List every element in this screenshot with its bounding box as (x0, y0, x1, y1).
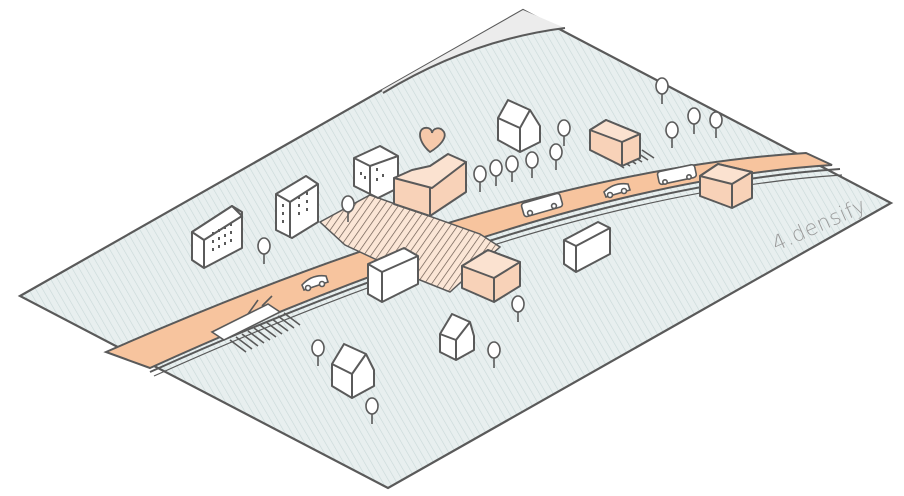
building-orange (393, 153, 467, 217)
house-icon (331, 343, 375, 399)
house-icon (439, 313, 475, 361)
side-road (149, 168, 841, 373)
house-icon (497, 99, 541, 153)
curved-area (382, 10, 565, 93)
building-orange (589, 119, 641, 167)
tower-icon (275, 175, 319, 239)
building-white (563, 221, 611, 273)
tower-icon (191, 205, 243, 269)
heart-icon (419, 127, 446, 154)
car-icon (603, 182, 632, 199)
bus-icon (656, 163, 698, 186)
car-icon (301, 274, 330, 292)
tram-icon (210, 295, 282, 341)
building-orange (461, 249, 521, 303)
building-white (367, 247, 419, 303)
bus-icon (520, 192, 564, 218)
crosswalk-left (229, 312, 301, 353)
window-pattern (212, 168, 384, 251)
building-orange (699, 163, 753, 209)
